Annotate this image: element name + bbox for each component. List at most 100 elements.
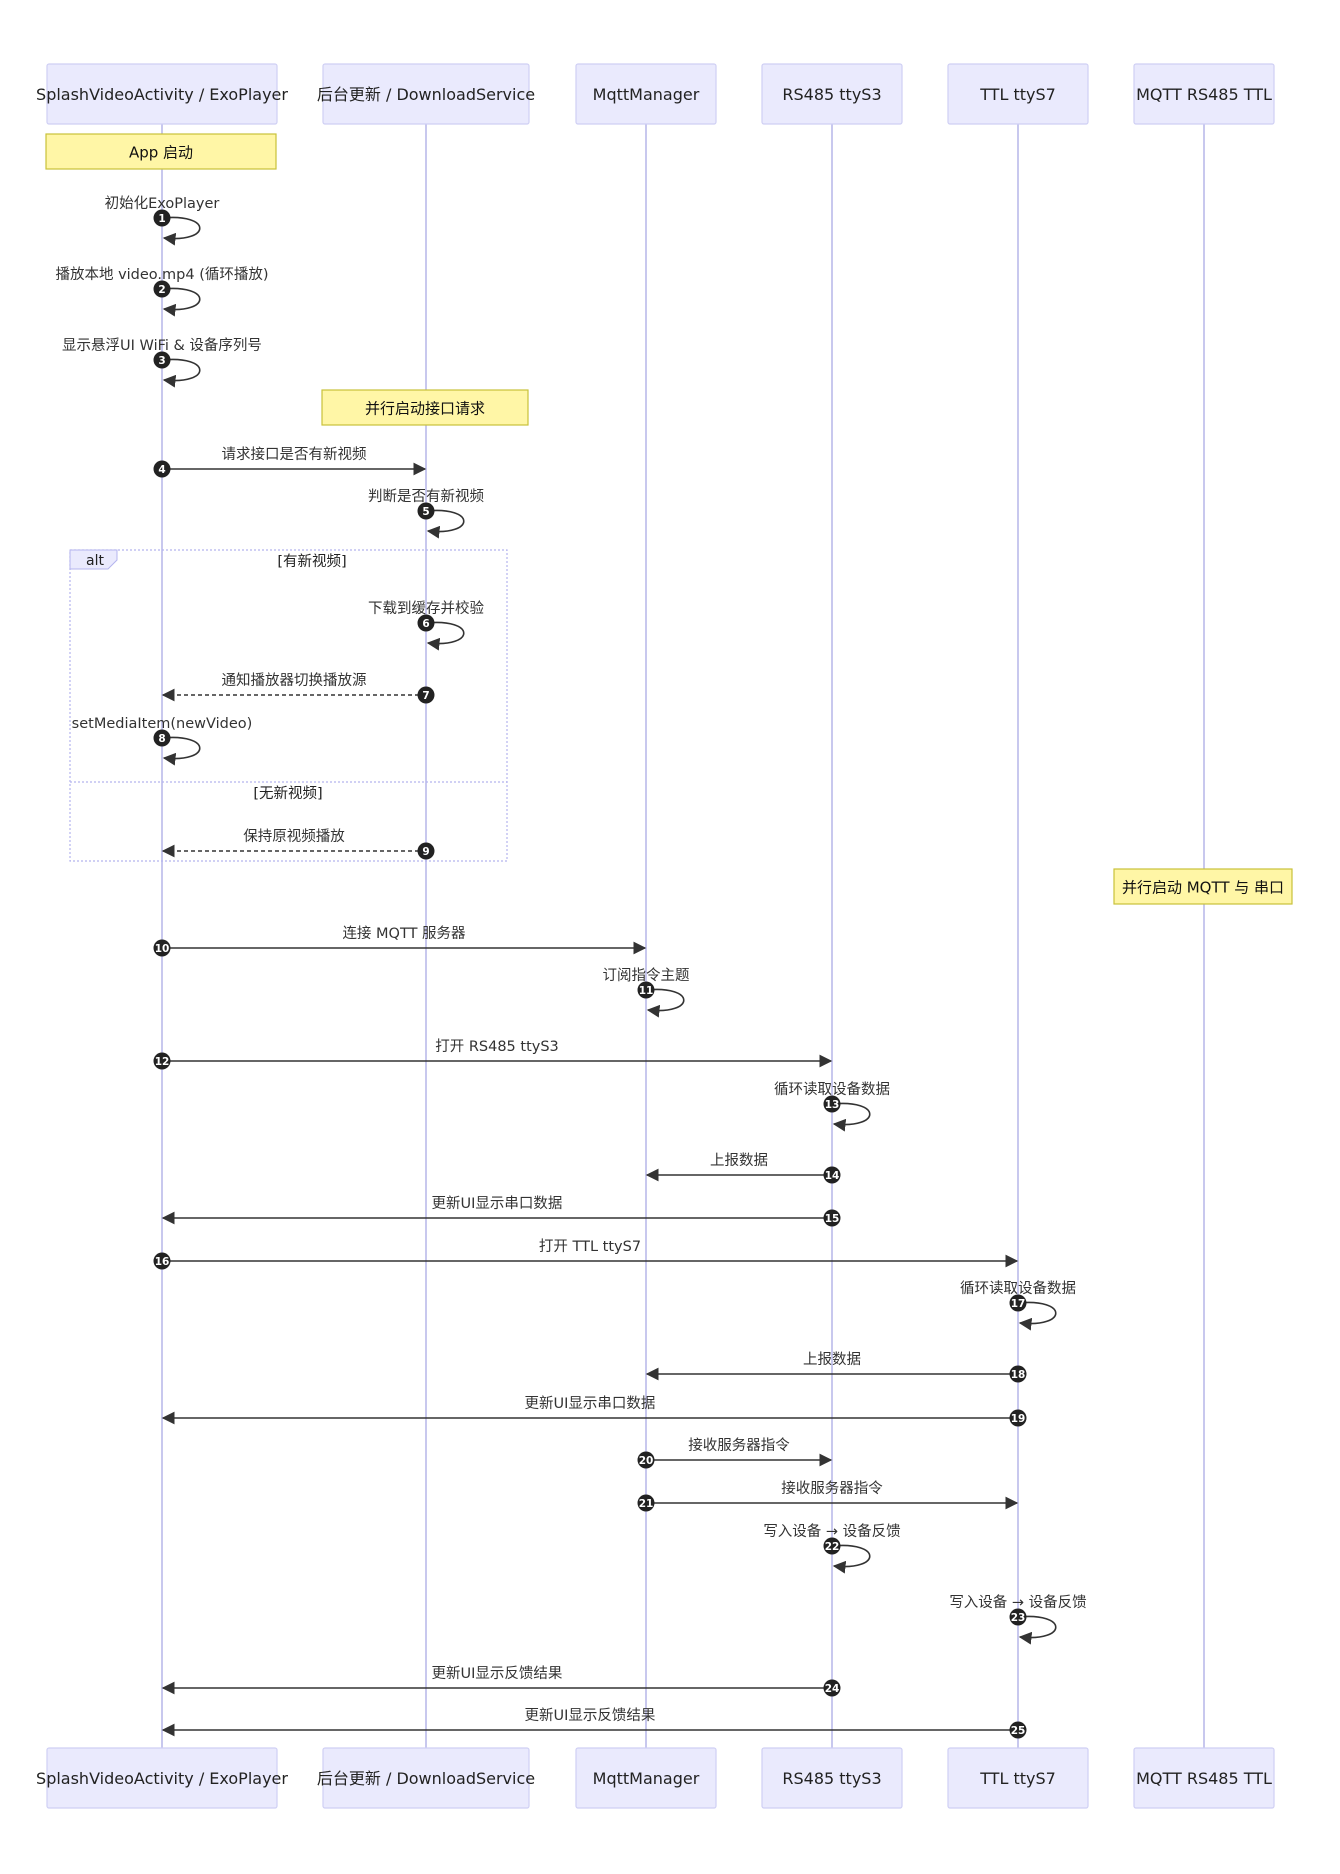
participant-bridge-top: MQTT RS485 TTL <box>1133 63 1275 125</box>
step-number-badge <box>1009 1409 1027 1427</box>
participant-label: SplashVideoActivity / ExoPlayer <box>36 85 288 104</box>
participant-ttl-top: TTL ttyS7 <box>947 63 1089 125</box>
step-number: 23 <box>1011 1612 1026 1624</box>
step-number: 6 <box>422 618 429 630</box>
step-number-badge <box>1009 1365 1027 1383</box>
participant-box <box>1133 1747 1275 1809</box>
message-label: 更新UI显示反馈结果 <box>525 1707 656 1724</box>
alt-frame-border <box>69 549 508 862</box>
self-loop-arrow <box>425 509 465 539</box>
message-label: 上报数据 <box>803 1351 861 1368</box>
step-number: 19 <box>1011 1413 1026 1425</box>
participant-box <box>46 63 278 125</box>
participant-ttl-bottom: TTL ttyS7 <box>947 1747 1089 1809</box>
participant-box <box>575 1747 717 1809</box>
lifelines <box>161 124 1205 1748</box>
step-number-badge <box>153 351 171 369</box>
self-loop-arrow <box>161 736 201 766</box>
message-label: 连接 MQTT 服务器 <box>342 925 466 942</box>
step-number-badge <box>153 1252 171 1270</box>
step-number-badge <box>153 939 171 957</box>
alt-frame-tag: alt <box>86 553 104 569</box>
participant-splash-top: SplashVideoActivity / ExoPlayer <box>36 63 288 125</box>
step-number-badge <box>153 1052 171 1070</box>
participant-box <box>46 1747 278 1809</box>
step-number-badge <box>637 1494 655 1512</box>
step-number: 14 <box>825 1170 840 1182</box>
step-number: 16 <box>155 1256 170 1268</box>
message-label: 初始化ExoPlayer <box>105 195 220 212</box>
step-number: 1 <box>158 213 165 225</box>
step-number: 18 <box>1011 1369 1026 1381</box>
message-label: 订阅指令主题 <box>603 967 690 984</box>
self-loop-arrow <box>1017 1301 1057 1331</box>
note-download: 并行启动接口请求 <box>321 389 529 426</box>
participant-box <box>322 63 530 125</box>
message-label: 请求接口是否有新视频 <box>222 446 367 463</box>
self-loop-arrow <box>1017 1615 1057 1645</box>
step-number-badge <box>823 1209 841 1227</box>
message-label: 写入设备 → 设备反馈 <box>763 1523 900 1540</box>
message-label: 保持原视频播放 <box>243 828 345 845</box>
step-number-badge <box>153 209 171 227</box>
self-loop-arrow <box>161 358 201 388</box>
self-loop-arrow <box>831 1102 871 1132</box>
participant-rs485-top: RS485 ttyS3 <box>761 63 903 125</box>
participant-label: SplashVideoActivity / ExoPlayer <box>36 1769 288 1788</box>
self-loop-arrow <box>425 621 465 651</box>
participant-box <box>947 63 1089 125</box>
message-label: 下载到缓存并校验 <box>368 600 484 617</box>
participant-box <box>947 1747 1089 1809</box>
participant-label: 后台更新 / DownloadService <box>317 1769 535 1788</box>
note-text: App 启动 <box>129 144 193 162</box>
message-8: setMediaItem(newVideo)8 <box>72 716 252 766</box>
participant-download-bottom: 后台更新 / DownloadService <box>317 1747 535 1809</box>
message-label: 循环读取设备数据 <box>774 1081 890 1098</box>
message-label: 更新UI显示串口数据 <box>525 1395 656 1412</box>
step-number: 11 <box>639 985 654 997</box>
step-number: 12 <box>155 1056 170 1068</box>
step-number-badge <box>1009 1294 1027 1312</box>
message-19: 更新UI显示串口数据 19 <box>161 1395 1027 1427</box>
step-number-badge <box>417 842 435 860</box>
message-label: 通知播放器切换播放源 <box>222 672 367 689</box>
alt-condition-1: [有新视频] <box>277 553 346 570</box>
message-label: 写入设备 → 设备反馈 <box>949 1594 1086 1611</box>
message-label: 上报数据 <box>710 1152 768 1169</box>
message-label: 更新UI显示反馈结果 <box>432 1665 563 1682</box>
step-number-badge <box>153 729 171 747</box>
step-number-badge <box>153 280 171 298</box>
participant-box <box>761 1747 903 1809</box>
participant-mqtt-top: MqttManager <box>575 63 717 125</box>
step-number: 13 <box>825 1099 840 1111</box>
step-number: 20 <box>639 1455 654 1467</box>
step-number: 22 <box>825 1541 840 1553</box>
message-label: 接收服务器指令 <box>688 1437 790 1454</box>
participant-label: MQTT RS485 TTL <box>1136 85 1272 104</box>
message-2: 播放本地 video.mp4 (循环播放)2 <box>55 266 269 317</box>
participant-label: TTL ttyS7 <box>979 1769 1056 1788</box>
step-number-badge <box>823 1095 841 1113</box>
step-number-badge <box>637 981 655 999</box>
participant-label: MqttManager <box>593 85 700 104</box>
alt-frame-tag-box <box>69 549 118 570</box>
participant-label: TTL ttyS7 <box>979 85 1056 104</box>
message-label: 显示悬浮UI WiFi & 设备序列号 <box>62 337 262 354</box>
step-number: 8 <box>158 733 165 745</box>
